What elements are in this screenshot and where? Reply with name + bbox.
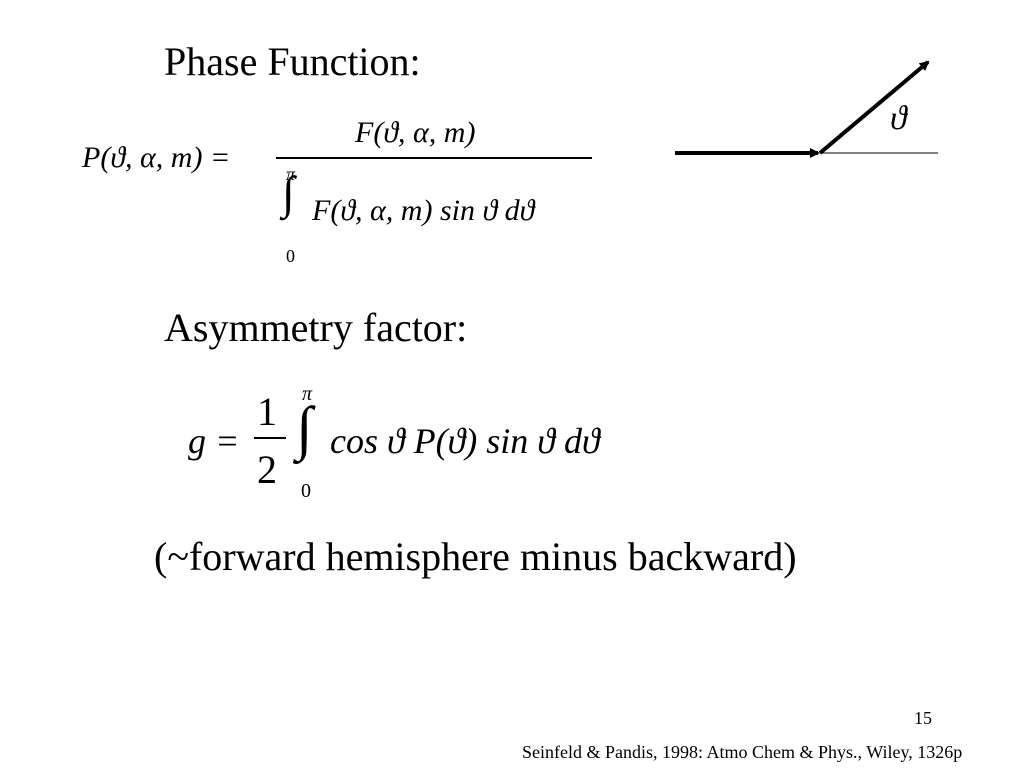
scattered-ray-arrow xyxy=(818,60,930,155)
hemisphere-note: (~forward hemisphere minus backward) xyxy=(154,534,797,579)
phase-numerator: F(ϑ, α, m) xyxy=(355,116,476,149)
integral-upper-limit: π xyxy=(286,164,296,184)
citation: Seinfeld & Pandis, 1998: Atmo Chem & Phy… xyxy=(522,742,963,762)
phase-function-heading: Phase Function: xyxy=(164,39,421,84)
integral-upper-limit: π xyxy=(302,383,313,405)
fraction-numerator: 1 xyxy=(257,389,277,434)
asymmetry-integrand: cos ϑ P(ϑ) sin ϑ dϑ xyxy=(330,421,600,461)
phase-denominator: F(ϑ, α, m) sin ϑ dϑ xyxy=(312,194,535,227)
integral-sign: ∫ xyxy=(282,167,295,218)
integral-lower-limit: 0 xyxy=(286,246,295,266)
integral-sign: ∫ xyxy=(296,395,313,461)
fraction-denominator: 2 xyxy=(257,447,277,492)
asymmetry-lhs: g = xyxy=(188,421,240,461)
fraction-bar xyxy=(254,437,286,439)
page-number: 15 xyxy=(914,708,932,728)
integral-lower-limit: 0 xyxy=(301,480,311,502)
asymmetry-factor-heading: Asymmetry factor: xyxy=(164,305,468,350)
phase-lhs: P(ϑ, α, m) = xyxy=(82,141,231,174)
fraction-bar xyxy=(276,157,592,159)
scattering-angle-diagram xyxy=(675,60,938,158)
angle-theta-label: ϑ xyxy=(890,100,907,137)
